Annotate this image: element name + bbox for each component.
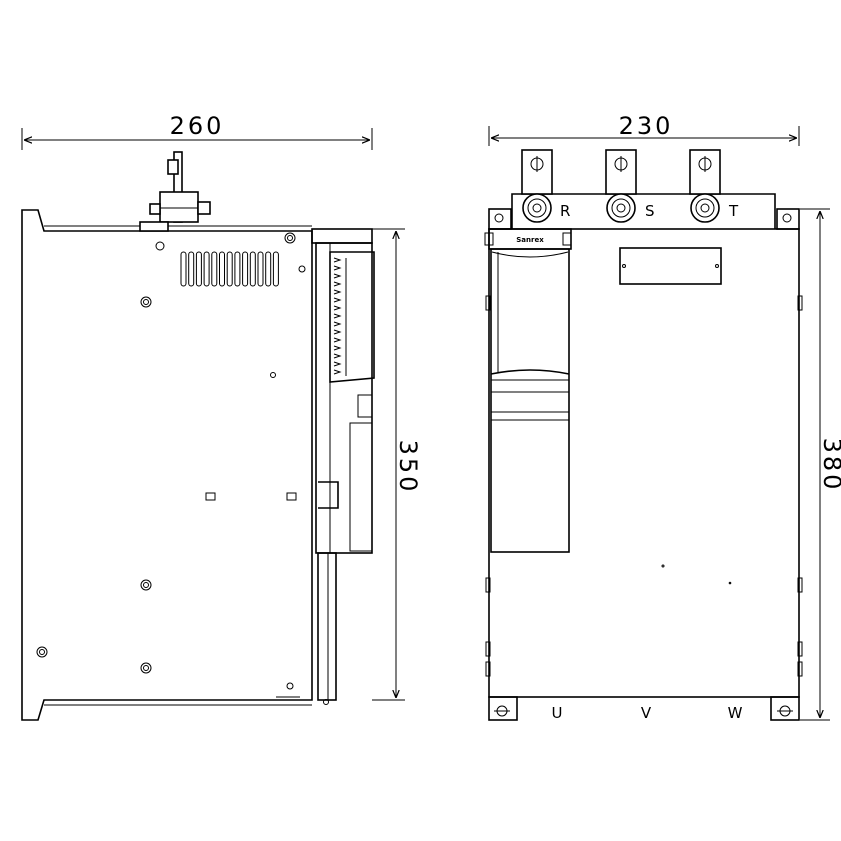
connector-ridge (333, 257, 342, 263)
terminal-s: S (605, 149, 655, 223)
connector-ridge (333, 321, 342, 327)
side-screws (36, 232, 306, 690)
terminal-u-label: U (552, 704, 563, 722)
screw-icon (140, 579, 152, 591)
connector-ridge (333, 297, 342, 303)
connector-ridge (333, 369, 342, 375)
vent-slot (265, 251, 272, 287)
front-height-dimension: 380 (800, 208, 841, 721)
side-view: 260 350 (21, 112, 422, 721)
screw-icon (155, 241, 165, 251)
front-width-label: 230 (619, 112, 674, 140)
side-terminal-stud (139, 151, 211, 232)
side-height-dimension: 350 (372, 228, 422, 701)
front-mounting-tabs (488, 208, 800, 721)
brand-label: Sanrex (516, 236, 544, 244)
vent-slot (272, 251, 279, 287)
connector-ridge (333, 273, 342, 279)
front-housing (488, 228, 800, 698)
front-view: 230 380 (484, 112, 841, 722)
vent-slot (234, 251, 241, 287)
vent-slot (211, 251, 218, 287)
screw-icon (36, 646, 48, 658)
vent-slot (180, 251, 187, 287)
side-height-label: 350 (394, 440, 422, 495)
front-name-plate (619, 247, 722, 285)
front-width-dimension: 230 (488, 112, 800, 146)
terminal-t: T (689, 149, 739, 223)
screw-icon (140, 296, 152, 308)
front-side-bumps (485, 295, 803, 677)
vent-slot (249, 251, 256, 287)
connector-ridge (333, 289, 342, 295)
side-control-module (276, 228, 375, 705)
side-hole (205, 492, 216, 501)
terminal-r-label: R (560, 202, 570, 220)
terminal-v-label: V (641, 704, 652, 722)
screw-icon (284, 232, 296, 244)
front-control-panel: Sanrex (484, 228, 572, 553)
connector-ridge (333, 281, 342, 287)
front-top-terminal-block (511, 193, 776, 229)
terminal-s-label: S (645, 202, 655, 220)
connector-ridge (333, 305, 342, 311)
vent-slot (242, 251, 249, 287)
vent-slot (226, 251, 233, 287)
connector-ridge (333, 345, 342, 351)
side-hole (286, 492, 297, 501)
side-width-dimension: 260 (21, 112, 373, 150)
side-width-label: 260 (170, 112, 225, 140)
connector-ridge (333, 353, 342, 359)
vent-slot (195, 251, 202, 287)
connector-ridge (333, 265, 342, 271)
vent-slot (188, 251, 195, 287)
side-vent-slots (180, 251, 279, 287)
vent-slot (257, 251, 264, 287)
connector-ridge (333, 337, 342, 343)
connector-ridge (333, 313, 342, 319)
connector-ridge (333, 361, 342, 367)
connector-ridge (333, 329, 342, 335)
side-body-outline (21, 209, 313, 721)
terminal-r: R (521, 149, 570, 223)
terminal-w-label: W (728, 704, 743, 722)
front-height-label: 380 (818, 438, 841, 493)
terminal-t-label: T (728, 202, 739, 220)
screw-icon (140, 662, 152, 674)
vent-slot (203, 251, 210, 287)
vent-slot (219, 251, 225, 287)
